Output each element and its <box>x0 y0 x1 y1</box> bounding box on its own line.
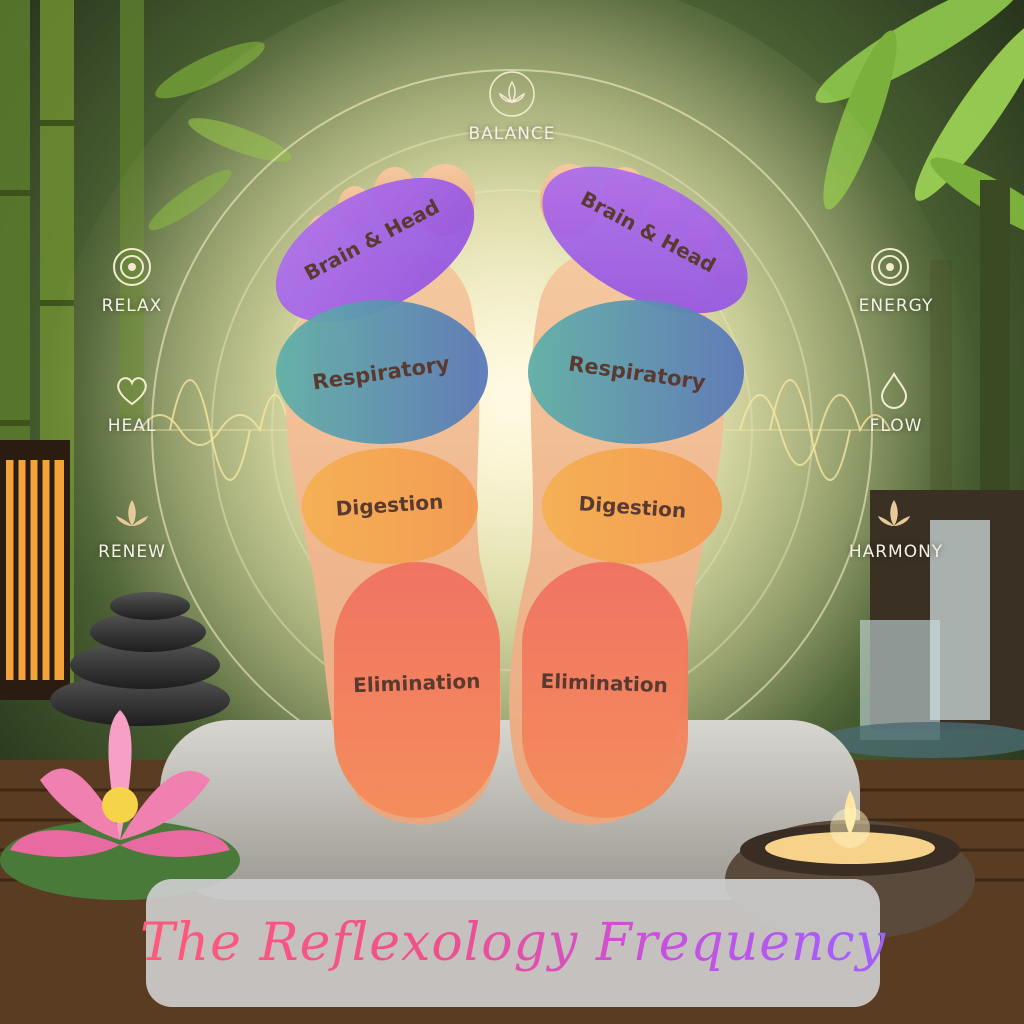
waterfall <box>820 490 1024 758</box>
right-foot <box>509 164 748 825</box>
label-heal: HEAL <box>107 416 157 436</box>
lantern <box>0 440 70 700</box>
left-zone-respiratory <box>276 300 488 444</box>
heart-icon <box>117 377 147 406</box>
concentric-circle-icon <box>871 248 909 286</box>
towel <box>160 720 860 900</box>
right-zone-elimination <box>522 562 688 818</box>
label-renew: RENEW <box>98 542 166 562</box>
left-label-elimination: Elimination <box>353 669 481 697</box>
right-label-elimination: Elimination <box>540 669 668 697</box>
lotus-icon <box>878 500 910 526</box>
left-zone-digestion <box>302 448 478 564</box>
title-banner: The Reflexology Frequency <box>140 879 885 1007</box>
left-zone-head <box>275 177 475 323</box>
label-energy: ENERGY <box>858 296 934 316</box>
label-flow: FLOW <box>869 416 923 436</box>
label-harmony: HARMONY <box>848 542 944 562</box>
label-balance: BALANCE <box>468 124 556 144</box>
frequency-waves <box>130 379 894 481</box>
label-relax: RELAX <box>101 296 163 316</box>
left-foot <box>275 164 501 825</box>
left-zone-elimination <box>334 562 500 818</box>
lotus-icon <box>489 71 535 117</box>
lotus-icon <box>116 500 148 526</box>
right-zone-head <box>542 166 748 314</box>
right-zone-digestion <box>542 448 722 564</box>
concentric-circle-icon <box>113 248 151 286</box>
right-zone-respiratory <box>528 300 744 444</box>
water-drop-icon <box>880 372 908 410</box>
stone-stack <box>50 592 230 726</box>
page-title: The Reflexology Frequency <box>139 913 887 973</box>
